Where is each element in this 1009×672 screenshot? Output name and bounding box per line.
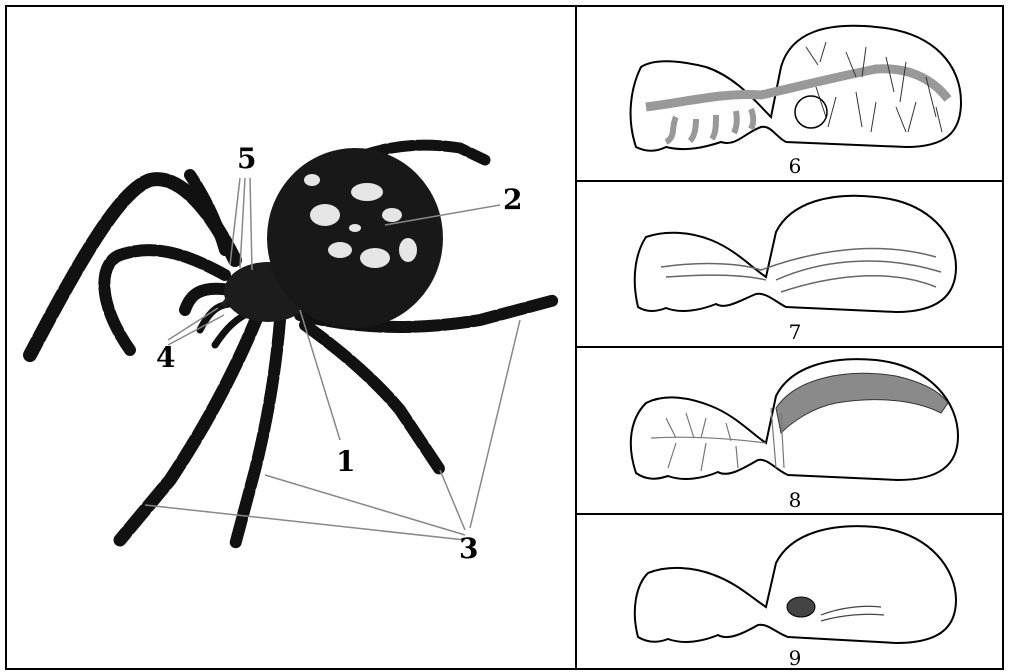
leg-front-left-up — [190, 175, 225, 250]
label-3: 3 — [459, 535, 478, 563]
leg-front-down-1 — [120, 310, 260, 540]
leg-right-down — [305, 325, 440, 470]
panel-8-number: 8 — [775, 490, 815, 510]
label-2: 2 — [503, 186, 522, 214]
leg-left-2 — [104, 250, 225, 350]
label-5: 5 — [237, 145, 256, 173]
panel-7-number: 7 — [775, 322, 815, 342]
panel-9-number: 9 — [775, 648, 815, 668]
section-7-muscles — [576, 182, 1005, 342]
panel-6-number: 6 — [775, 156, 815, 176]
spider-illustration — [0, 0, 575, 665]
abdomen — [267, 148, 443, 328]
label-1: 1 — [336, 448, 355, 476]
section-6-digestive — [576, 7, 1005, 177]
label-4: 4 — [156, 344, 175, 372]
